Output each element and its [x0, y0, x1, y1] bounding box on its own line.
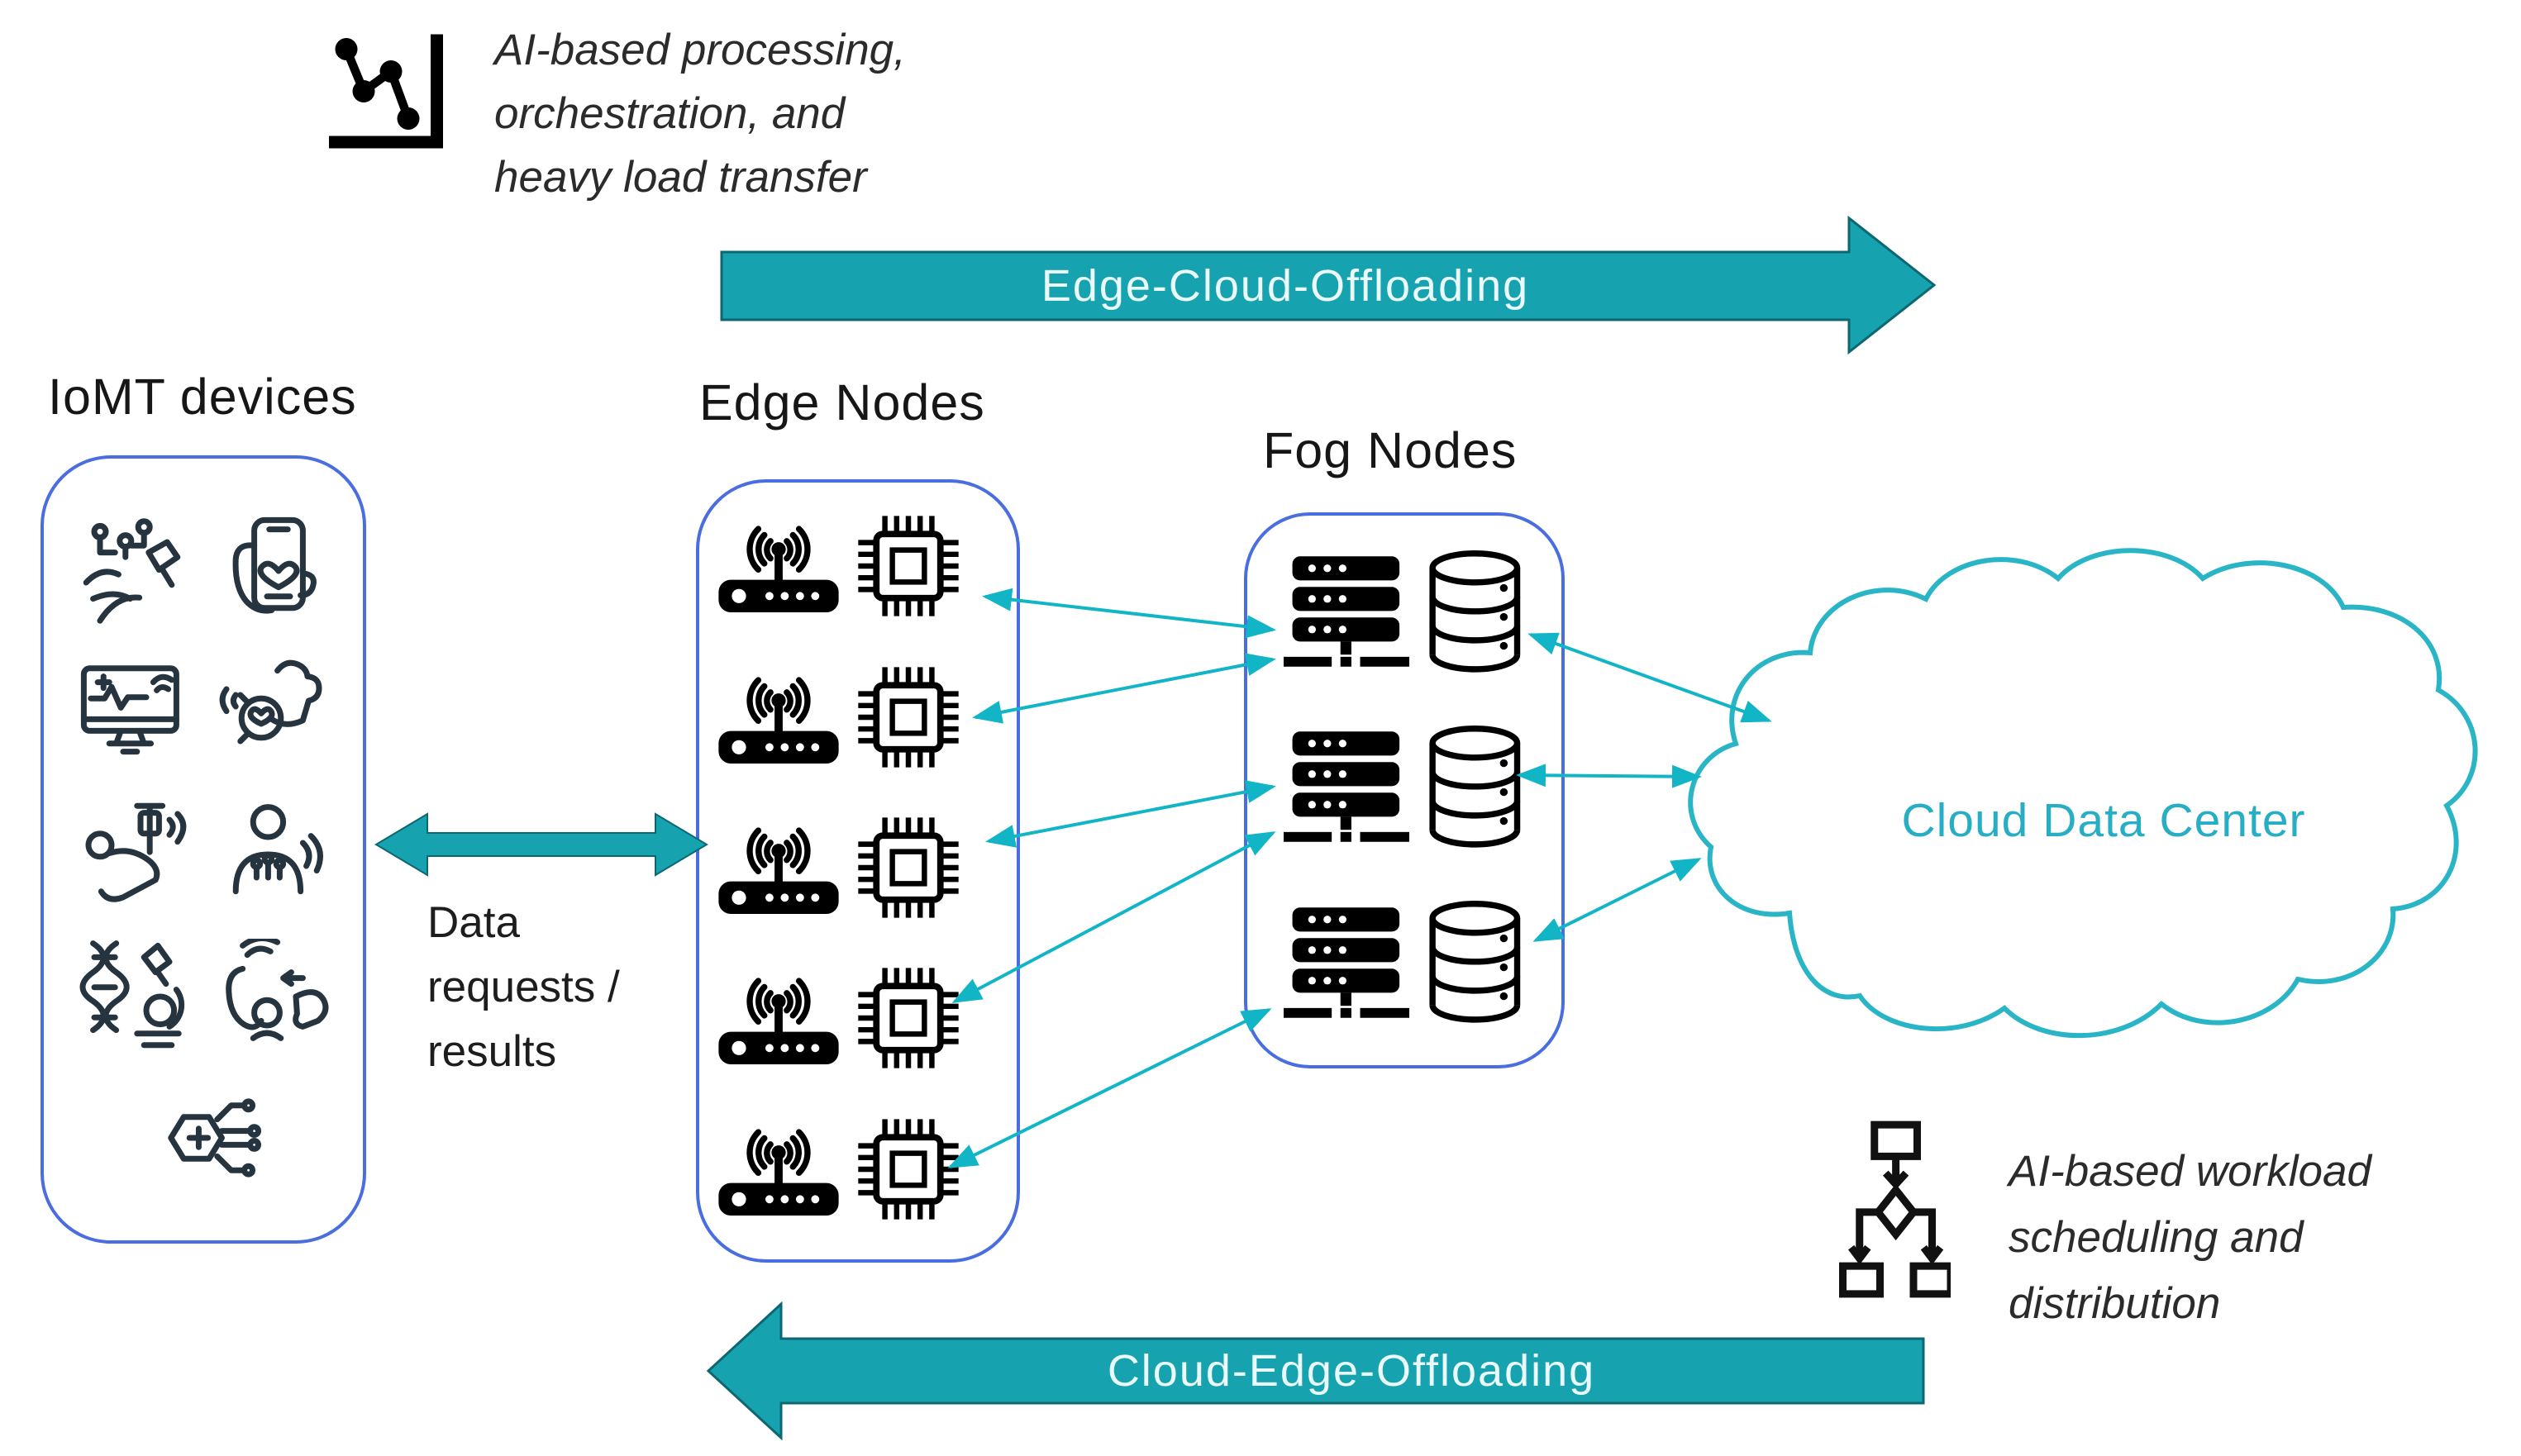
edge-cloud-offloading-label: Edge-Cloud-Offloading: [1041, 261, 1530, 311]
annotation-line: scheduling and: [2009, 1213, 2304, 1262]
annotation-line: AI-based processing,: [494, 26, 906, 74]
wifi-router-icon: [712, 664, 845, 771]
wifi-router-icon: [712, 512, 845, 620]
medical-network-icon: [141, 1080, 265, 1196]
bottom-right-annotation: AI-based workload scheduling and distrib…: [2009, 1139, 2371, 1337]
wifi-router-icon: [712, 1116, 845, 1223]
wifi-router-icon: [712, 814, 845, 921]
edge-fog-link-2: [972, 653, 1276, 724]
annotation-line: heavy load transfer: [494, 153, 867, 202]
database-icon: [1423, 898, 1528, 1026]
fog-node: [1247, 723, 1561, 851]
monitor-ecg-icon: [77, 654, 193, 770]
edge-node: [699, 809, 1017, 926]
fog-node: [1247, 898, 1561, 1026]
server-rack-icon: [1284, 554, 1409, 669]
database-icon: [1423, 548, 1528, 676]
cpu-chip-icon: [850, 659, 967, 776]
hearing-aid-icon: [215, 939, 331, 1054]
iomt-devices-title: IoMT devices: [48, 369, 357, 425]
edge-node: [699, 659, 1017, 776]
fog-node-list: [1247, 516, 1561, 1059]
database-icon: [1423, 723, 1528, 851]
cpu-chip-icon: [850, 1111, 967, 1228]
edge-fog-link-1: [982, 588, 1276, 639]
edge-fog-link-3: [985, 780, 1276, 848]
edge-nodes-box: [696, 479, 1020, 1263]
server-rack-icon: [1284, 905, 1409, 1021]
iomt-icon-grid: [44, 459, 363, 1227]
phone-health-icon: [215, 513, 331, 629]
cpu-chip-icon: [850, 959, 967, 1077]
cloud-data-center-label: Cloud Data Center: [1901, 794, 2306, 847]
edge-node: [699, 507, 1017, 625]
cpu-chip-icon: [850, 809, 967, 926]
patient-iv-icon: [77, 797, 193, 912]
annotation-line: orchestration, and: [494, 89, 846, 138]
edge-node: [699, 959, 1017, 1077]
data-label-line: requests /: [427, 963, 620, 1011]
fog-cloud-link-1: [1527, 632, 1772, 723]
data-label-line: Data: [427, 898, 520, 947]
wifi-router-icon: [712, 964, 845, 1072]
server-rack-icon: [1284, 729, 1409, 845]
flowchart-icon: [1839, 1121, 1951, 1298]
edge-node-list: [699, 483, 1017, 1253]
dna-microscope-icon: [77, 939, 193, 1054]
data-requests-label: Data requests / results: [427, 891, 620, 1084]
fog-nodes-box: [1244, 512, 1565, 1068]
cpu-chip-icon: [850, 507, 967, 625]
fog-nodes-title: Fog Nodes: [1263, 422, 1518, 478]
data-label-line: results: [427, 1027, 557, 1076]
annotation-line: AI-based workload: [2009, 1147, 2371, 1196]
body-sensors-icon: [215, 797, 331, 912]
edge-node: [699, 1111, 1017, 1228]
iomt-devices-box: [41, 455, 366, 1244]
cloud-edge-offloading-label: Cloud-Edge-Offloading: [1107, 1346, 1596, 1396]
top-left-annotation: AI-based processing, orchestration, and …: [494, 18, 906, 209]
annotation-line: distribution: [2009, 1279, 2221, 1328]
hand-implant-icon: [77, 513, 193, 629]
data-requests-arrow-shape: [374, 812, 708, 877]
edge-nodes-title: Edge Nodes: [699, 374, 985, 431]
smartwatch-icon: [215, 654, 331, 770]
fog-node: [1247, 548, 1561, 676]
line-chart-icon: [329, 34, 443, 149]
